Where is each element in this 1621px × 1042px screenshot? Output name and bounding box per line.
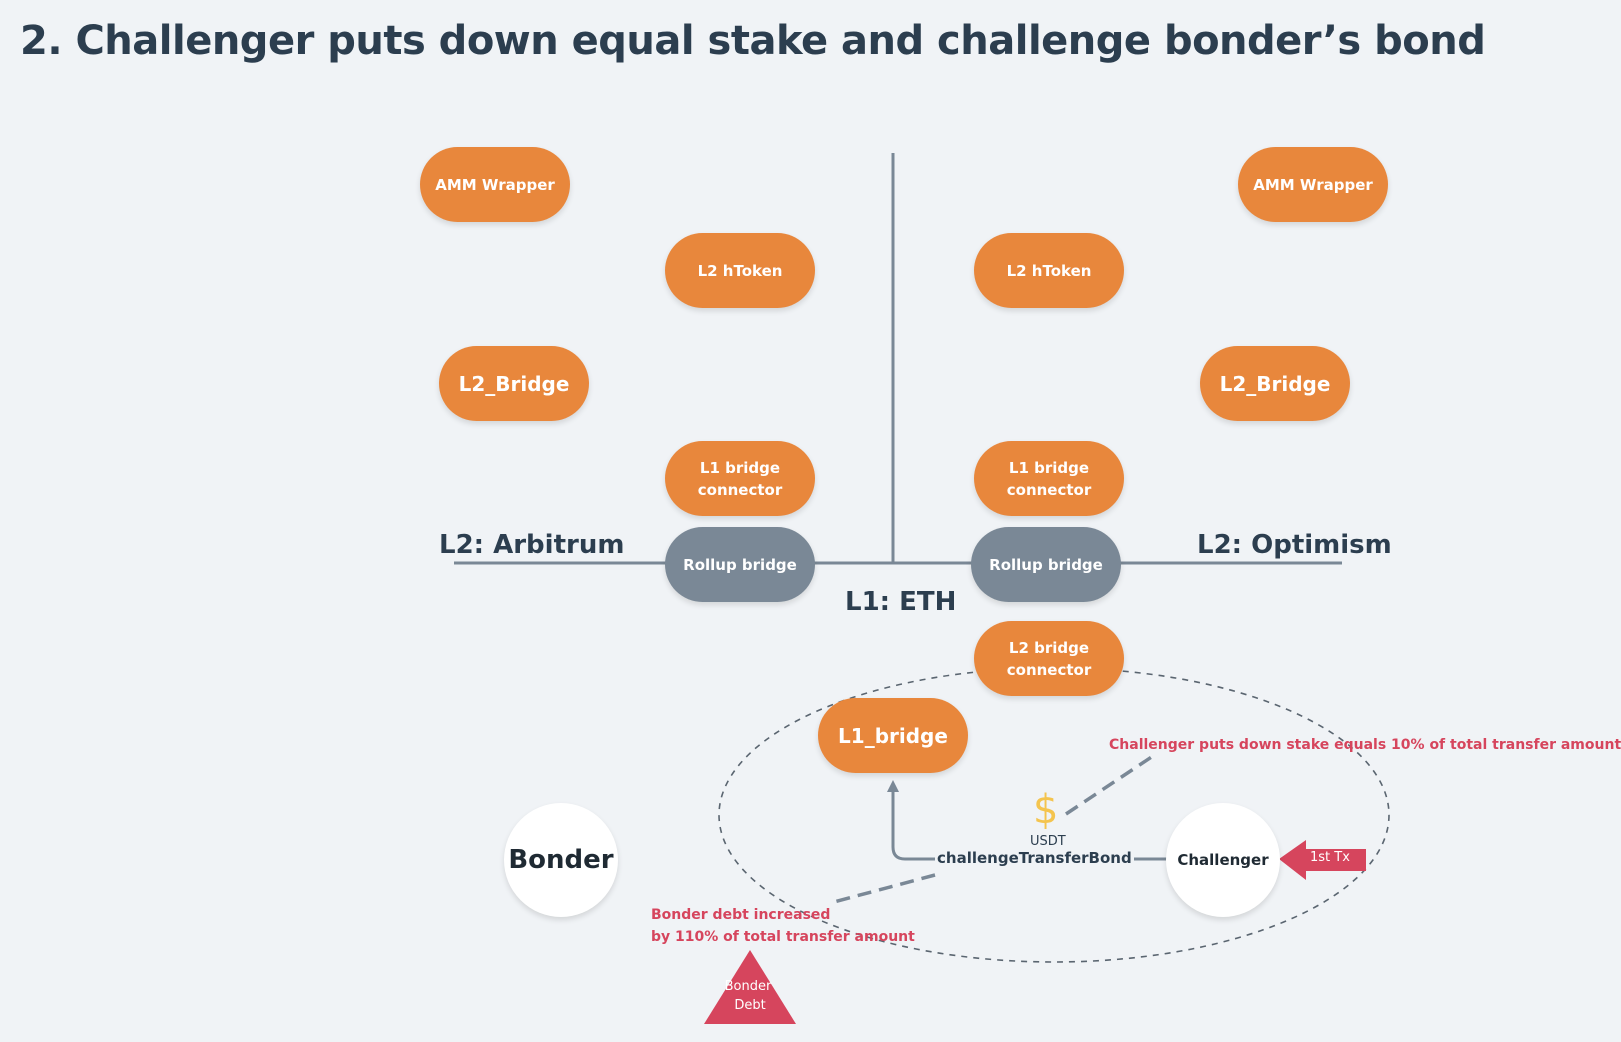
left-l2-htoken[interactable]: L2 hToken	[665, 233, 815, 308]
arbitrum-label: L2: Arbitrum	[439, 530, 625, 560]
dollar-icon: $	[1033, 787, 1059, 833]
bonder-debt-line2: Debt	[734, 998, 766, 1013]
left-rollup-bridge[interactable]: Rollup bridge	[665, 527, 815, 602]
first-tx-label: 1st Tx	[1310, 850, 1350, 865]
bonder-debt-triangle	[704, 950, 796, 1024]
optimism-label: L2: Optimism	[1197, 530, 1392, 560]
challenger-stake-note: Challenger puts down stake equals 10% of…	[1109, 737, 1621, 753]
right-l2-htoken[interactable]: L2 hToken	[974, 233, 1124, 308]
call-arrow-path	[891, 790, 1170, 861]
right-l1-bridge-connector[interactable]: L1 bridge connector	[974, 441, 1124, 516]
stake-callout	[1065, 752, 1157, 816]
l1-bridge[interactable]: L1_bridge	[818, 698, 968, 773]
debt-callout	[829, 873, 936, 905]
bonder-debt-note-line1: Bonder debt increased	[651, 907, 831, 923]
bonder-debt-note-line2: by 110% of total transfer amount	[651, 929, 915, 945]
challenge-transfer-bond-label: challengeTransferBond	[935, 849, 1134, 867]
l1-eth-label: L1: ETH	[845, 587, 957, 617]
right-amm-wrapper[interactable]: AMM Wrapper	[1238, 147, 1388, 222]
left-amm-wrapper[interactable]: AMM Wrapper	[420, 147, 570, 222]
first-tx-arrow	[1279, 840, 1366, 880]
usdt-label: USDT	[1030, 834, 1066, 849]
right-rollup-bridge[interactable]: Rollup bridge	[971, 527, 1121, 602]
page-title: 2. Challenger puts down equal stake and …	[20, 18, 1486, 64]
left-l2-bridge[interactable]: L2_Bridge	[439, 346, 589, 421]
bonder-actor[interactable]: Bonder	[504, 803, 618, 917]
bonder-debt-line1: Bonder	[724, 979, 772, 994]
left-l1-bridge-connector[interactable]: L1 bridge connector	[665, 441, 815, 516]
right-l2-bridge[interactable]: L2_Bridge	[1200, 346, 1350, 421]
l2-bridge-connector[interactable]: L2 bridge connector	[974, 621, 1124, 696]
call-arrow-head	[887, 780, 899, 792]
challenger-actor[interactable]: Challenger	[1166, 803, 1280, 917]
